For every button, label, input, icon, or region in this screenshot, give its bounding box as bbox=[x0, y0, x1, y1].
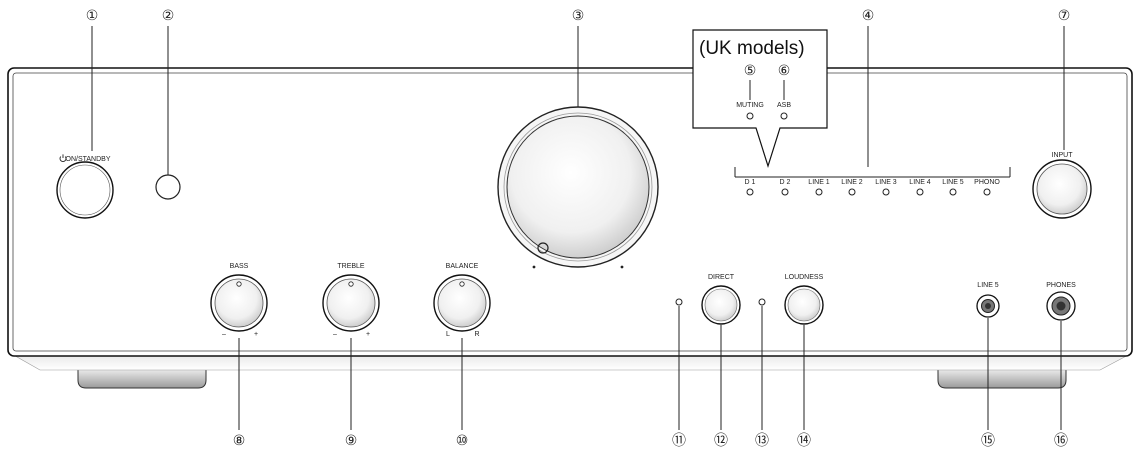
power-icon bbox=[59, 154, 67, 162]
callout-15: ⑮ bbox=[981, 433, 995, 449]
left-foot bbox=[77, 367, 207, 389]
indicator-led bbox=[848, 188, 856, 196]
indicator-label: LINE 5 bbox=[942, 179, 964, 186]
indicator-led bbox=[916, 188, 924, 196]
callout-1: ① bbox=[86, 8, 99, 24]
line5-jack-label: LINE 5 bbox=[977, 282, 999, 289]
indicator-led bbox=[815, 188, 823, 196]
muting-label: MUTING bbox=[736, 102, 764, 109]
volume-knob[interactable] bbox=[497, 106, 659, 268]
callout-9: ⑨ bbox=[345, 433, 358, 449]
line5-jack[interactable] bbox=[976, 294, 1000, 318]
callout-6: ⑥ bbox=[778, 63, 791, 79]
callout-14: ⑭ bbox=[797, 433, 811, 449]
balance-label: BALANCE bbox=[446, 263, 479, 270]
treble-minus: – bbox=[333, 331, 337, 338]
bass-plus: + bbox=[254, 331, 258, 338]
callout-4: ④ bbox=[862, 8, 875, 24]
power-button-inner bbox=[59, 164, 111, 216]
callout-12: ⑫ bbox=[714, 433, 728, 449]
callout-3: ③ bbox=[572, 8, 585, 24]
loudness-label: LOUDNESS bbox=[785, 274, 824, 281]
indicator-led bbox=[983, 188, 991, 196]
muting-indicator bbox=[746, 112, 754, 120]
callout-7: ⑦ bbox=[1058, 8, 1071, 24]
treble-plus: + bbox=[366, 331, 370, 338]
volume-max-dot bbox=[620, 265, 624, 269]
indicator-led bbox=[882, 188, 890, 196]
phones-label: PHONES bbox=[1046, 282, 1076, 289]
indicator-label: LINE 1 bbox=[808, 179, 830, 186]
callout-13: ⑬ bbox=[755, 433, 769, 449]
indicator-led bbox=[949, 188, 957, 196]
input-knob[interactable] bbox=[1032, 159, 1092, 219]
indicator-label: PHONO bbox=[974, 179, 1000, 186]
input-label: INPUT bbox=[1052, 152, 1074, 159]
chassis-panel bbox=[12, 72, 1128, 352]
indicator-label: D 1 bbox=[745, 179, 756, 186]
direct-indicator bbox=[675, 298, 683, 306]
loudness-button[interactable] bbox=[784, 285, 824, 325]
callout-5: ⑤ bbox=[744, 63, 757, 79]
volume-indicator bbox=[537, 242, 549, 254]
indicator-label: LINE 4 bbox=[909, 179, 931, 186]
indicator-label: D 2 bbox=[780, 179, 791, 186]
asb-indicator bbox=[780, 112, 788, 120]
indicator-led bbox=[746, 188, 754, 196]
treble-knob[interactable] bbox=[322, 274, 380, 332]
phones-jack[interactable] bbox=[1046, 291, 1076, 321]
direct-label: DIRECT bbox=[708, 274, 735, 281]
remote-sensor bbox=[155, 174, 181, 200]
callout-10: ⑩ bbox=[456, 433, 469, 449]
indicator-led bbox=[781, 188, 789, 196]
balance-knob[interactable] bbox=[433, 274, 491, 332]
input-indicators: D 1 D 2 LINE 1 LINE 2 LINE 3 LINE 4 LINE 5 PHON… bbox=[745, 179, 1000, 196]
volume-min-dot bbox=[532, 265, 536, 269]
balance-left: L bbox=[446, 331, 450, 338]
power-label: ON/STANDBY bbox=[66, 156, 111, 163]
power-button[interactable] bbox=[56, 161, 114, 219]
uk-callout-box bbox=[692, 29, 828, 168]
treble-label: TREBLE bbox=[337, 263, 365, 270]
indicator-label: LINE 3 bbox=[875, 179, 897, 186]
right-foot bbox=[937, 367, 1067, 389]
callout-11: ⑪ bbox=[672, 433, 686, 449]
balance-right: R bbox=[474, 331, 479, 338]
bass-label: BASS bbox=[230, 263, 249, 270]
asb-label: ASB bbox=[777, 102, 791, 109]
callout-8: ⑧ bbox=[233, 433, 246, 449]
callout-2: ② bbox=[162, 8, 175, 24]
loudness-indicator bbox=[758, 298, 766, 306]
indicator-label: LINE 2 bbox=[841, 179, 863, 186]
leader-lines bbox=[91, 26, 1065, 430]
bass-knob[interactable] bbox=[210, 274, 268, 332]
uk-models-title: (UK models) bbox=[699, 38, 805, 59]
direct-button[interactable] bbox=[701, 285, 741, 325]
callout-16: ⑯ bbox=[1054, 433, 1068, 449]
bass-minus: – bbox=[222, 331, 226, 338]
